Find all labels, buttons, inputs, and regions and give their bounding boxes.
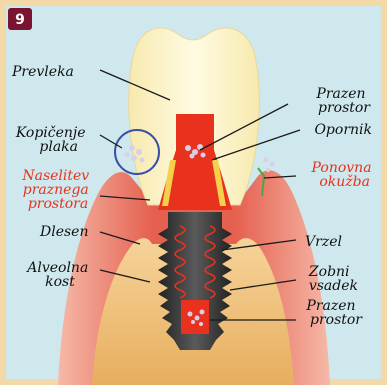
label-implant: Zobni vsadek bbox=[308, 264, 358, 294]
label-empty-top: Prazen prostor bbox=[315, 86, 371, 116]
figure-number: 9 bbox=[15, 12, 25, 28]
label-crown: Prevleka bbox=[11, 64, 74, 80]
label-reinfection: Ponovna okužba bbox=[311, 160, 376, 190]
label-gap: Vrzel bbox=[305, 234, 342, 250]
label-gum: Dlesen bbox=[39, 224, 88, 240]
label-abutment: Opornik bbox=[314, 122, 372, 138]
label-colonization: Naselitev praznega prostora bbox=[21, 168, 93, 212]
label-empty-bottom: Prazen prostor bbox=[305, 298, 363, 328]
